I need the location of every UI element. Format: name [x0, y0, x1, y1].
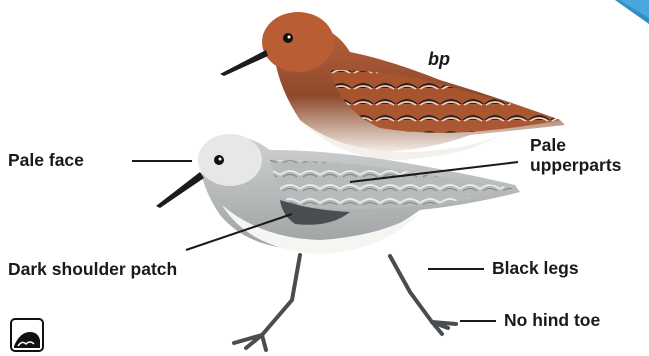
breeding-plumage-bird	[220, 12, 565, 160]
label-black-legs: Black legs	[492, 259, 579, 279]
nonbreeding-plumage-bird	[156, 134, 520, 262]
label-pale-face: Pale face	[8, 151, 84, 171]
bird-in-water-icon	[10, 318, 44, 352]
bird-legs	[234, 255, 456, 350]
breeding-plumage-tag: bp	[428, 49, 450, 70]
corner-tab-icon	[615, 0, 649, 24]
label-pale-upperparts-line1: Pale	[530, 136, 621, 156]
label-pale-upperparts: Pale upperparts	[530, 136, 621, 175]
label-dark-shoulder-patch: Dark shoulder patch	[8, 260, 177, 280]
label-pale-upperparts-line2: upperparts	[530, 156, 621, 176]
label-no-hind-toe: No hind toe	[504, 311, 600, 331]
